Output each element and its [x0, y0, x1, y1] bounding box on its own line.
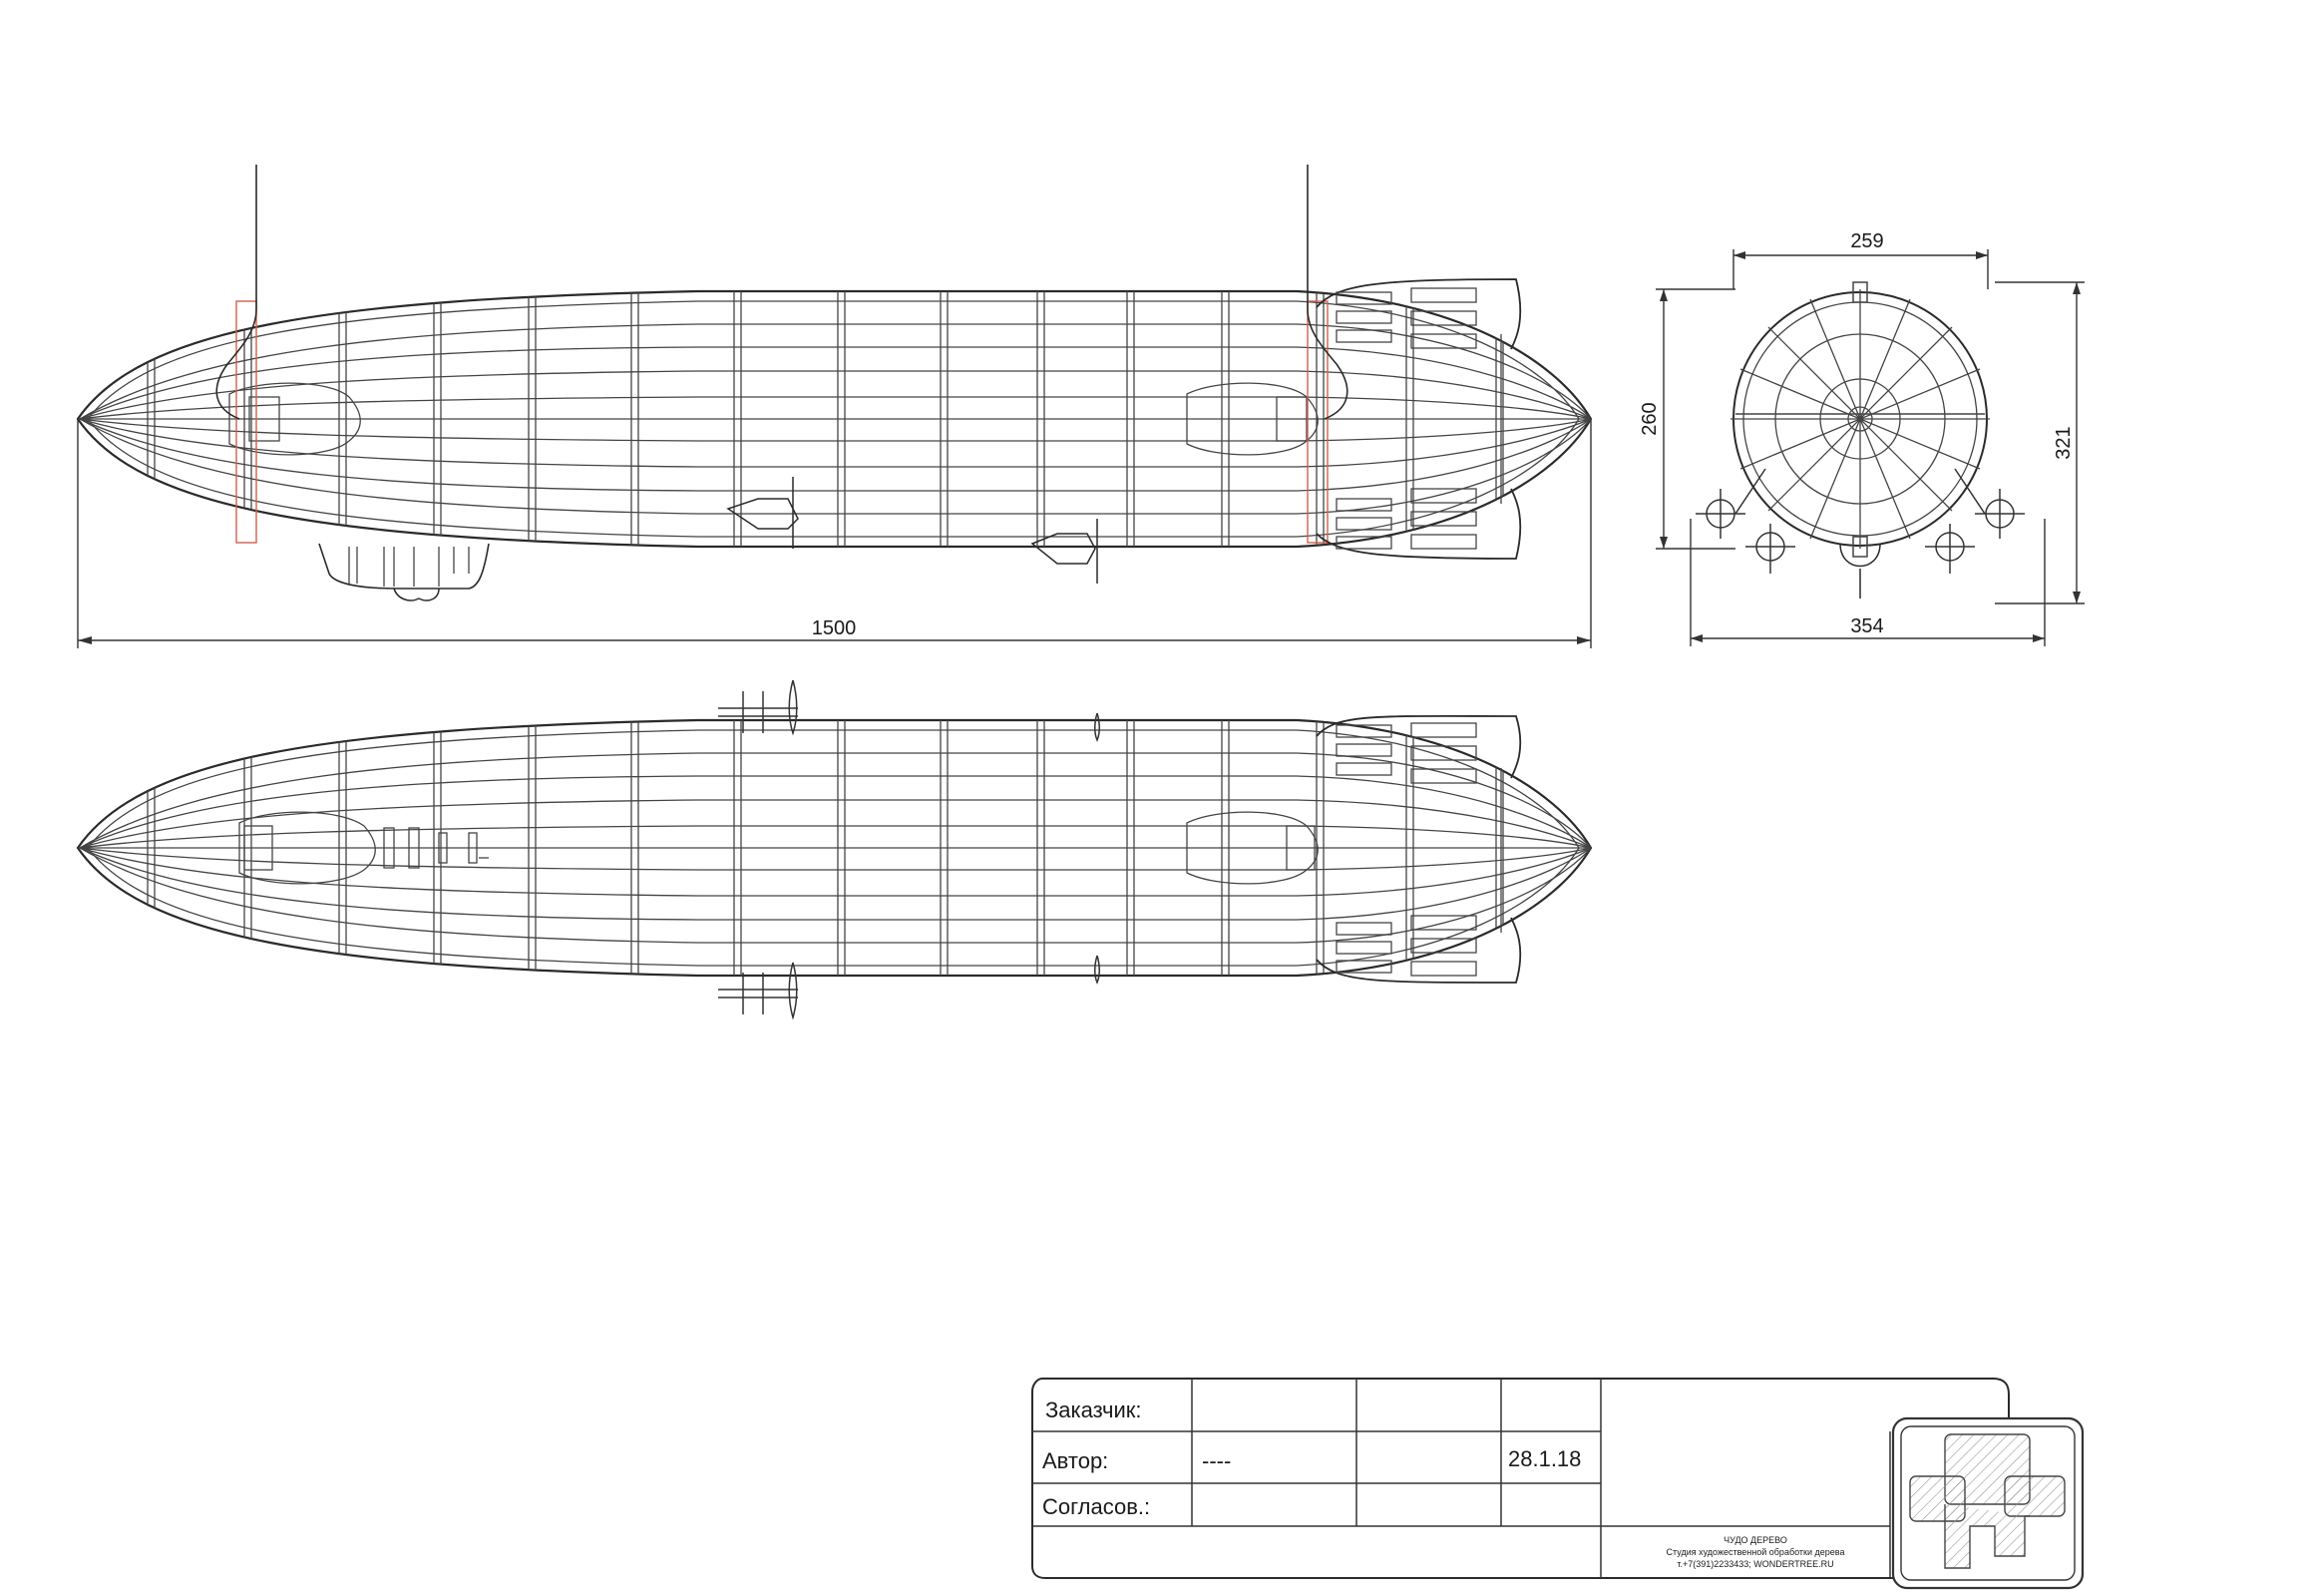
engines-top	[718, 679, 1100, 1020]
dimension-front-width-label: 259	[1850, 230, 1883, 252]
customer-label: Заказчик:	[1045, 1397, 1141, 1422]
dimension-overall-width-label: 354	[1850, 615, 1883, 637]
stringers-side	[79, 291, 1591, 547]
dimension-length: 1500	[77, 419, 1592, 648]
company-description: Студия художественной обработки дерева	[1667, 1547, 1845, 1557]
dimension-front-height-label: 260	[1639, 402, 1661, 435]
date-value: 28.1.18	[1508, 1446, 1581, 1471]
dimension-front-width: 259	[1732, 230, 1989, 289]
gondola-side	[318, 477, 1098, 601]
approved-label: Согласов.:	[1042, 1494, 1150, 1519]
company-contact: т.+7(391)2233433; WONDERTREE.RU	[1677, 1559, 1833, 1569]
stringers-top	[79, 720, 1591, 976]
dimension-front-height: 260	[1639, 288, 1735, 550]
hanger-mark-front	[235, 300, 257, 544]
dimension-overall-height-label: 321	[2053, 426, 2075, 459]
dimension-overall-height: 321	[1995, 281, 2085, 604]
hanging-cord-front	[215, 165, 257, 420]
dimension-overall-width: 354	[1690, 519, 2046, 646]
hanger-mark-rear	[1307, 300, 1329, 544]
hanging-cord-rear	[1307, 165, 1348, 420]
author-value: ----	[1202, 1448, 1231, 1473]
title-block: Заказчик: Автор: ---- 28.1.18 Согласов.:…	[1031, 1378, 2085, 1590]
engine-pods-front	[1696, 468, 2025, 574]
company-name: ЧУДО ДЕРЕВО	[1724, 1535, 1787, 1545]
dimension-length-label: 1500	[812, 617, 857, 639]
company-logo	[1891, 1416, 2085, 1590]
front-view	[1696, 281, 2025, 598]
side-view	[76, 165, 1593, 601]
author-label: Автор:	[1042, 1448, 1108, 1473]
tail-fins-side	[1316, 278, 1522, 560]
tail-fins-top	[1316, 714, 1522, 984]
top-view	[76, 679, 1593, 1020]
